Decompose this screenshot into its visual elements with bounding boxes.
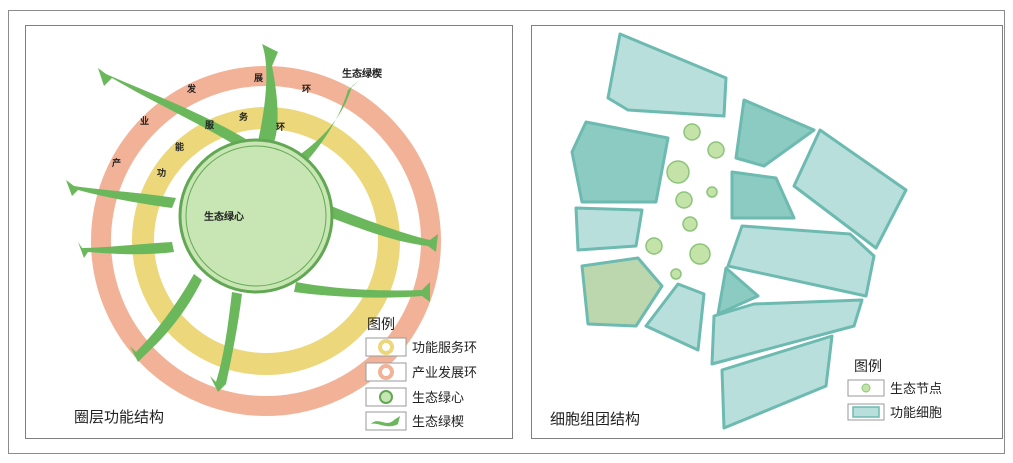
legend-swatch xyxy=(365,362,407,382)
ecological-wedge xyxy=(298,80,360,162)
orange-ring-icon xyxy=(378,364,394,380)
ecological-green-core xyxy=(178,138,334,294)
ecological-wedge xyxy=(130,274,202,362)
ring-structure-panel: 生态绿心 产 业 发 展 环 功 能 服 务 环 生态绿楔 图例 功能服务环 产… xyxy=(25,25,513,439)
inner-ring-char: 务 xyxy=(239,111,249,123)
function-cell xyxy=(644,282,706,352)
function-cell xyxy=(734,98,816,168)
legend-swatch xyxy=(365,337,407,357)
ring-structure-diagram: 生态绿心 产 业 发 展 环 功 能 服 务 环 生态绿楔 图例 功能服务环 产… xyxy=(66,44,477,431)
inner-ring-char: 功 xyxy=(157,167,166,179)
function-cell xyxy=(574,206,644,252)
inner-ring-char: 服 xyxy=(205,120,215,131)
ecological-node xyxy=(682,216,698,232)
green-circle-icon xyxy=(379,390,393,404)
ring-legend: 图例 功能服务环 产业发展环 生态绿心 生态绿楔 xyxy=(365,317,477,431)
ecological-wedge xyxy=(78,242,174,258)
wedge-label: 生态绿楔 xyxy=(342,67,382,80)
ecological-wedge xyxy=(258,44,278,142)
ecological-wedge xyxy=(66,180,176,208)
legend-title: 图例 xyxy=(854,359,882,375)
green-core-inner-line xyxy=(185,145,327,287)
outer-ring-char: 产 xyxy=(112,157,121,169)
ecological-node xyxy=(683,123,701,141)
legend-label: 生态节点 xyxy=(890,382,942,397)
function-cell xyxy=(570,120,670,204)
cell-cluster-panel: 图例 生态节点 功能细胞 细胞组团结构 xyxy=(531,25,1003,439)
function-cells xyxy=(570,32,908,430)
legend-title: 图例 xyxy=(367,317,395,333)
function-cell xyxy=(720,334,834,430)
legend-label: 生态绿楔 xyxy=(412,415,464,430)
panel-title: 细胞组团结构 xyxy=(550,410,640,428)
function-cell xyxy=(792,128,908,250)
ecological-node xyxy=(707,141,725,159)
ecological-node xyxy=(645,237,663,255)
outer-ring-char: 业 xyxy=(140,115,149,127)
legend-label: 产业发展环 xyxy=(412,365,477,381)
ecological-wedges xyxy=(66,44,438,392)
green-wedge-icon xyxy=(371,416,400,427)
outer-ring-char: 发 xyxy=(186,83,197,95)
ecological-wedge xyxy=(326,204,438,252)
function-cell xyxy=(726,224,876,298)
inner-ring-char: 能 xyxy=(175,141,184,153)
ecological-node xyxy=(706,186,718,198)
legend-label: 生态绿心 xyxy=(412,391,464,406)
ecological-node xyxy=(689,243,711,265)
ecological-wedge xyxy=(294,282,430,302)
cell-cluster-diagram: 图例 生态节点 功能细胞 细胞组团结构 xyxy=(550,32,942,430)
ecological-node xyxy=(666,160,690,184)
ecological-wedge xyxy=(98,68,254,152)
ecological-node xyxy=(670,268,682,280)
green-core-label: 生态绿心 xyxy=(204,210,244,223)
ecological-node xyxy=(675,191,693,209)
legend-swatch xyxy=(365,411,407,431)
function-cell xyxy=(606,32,728,118)
function-cell xyxy=(730,170,796,220)
teal-block-icon xyxy=(852,406,880,418)
outer-ring-char: 环 xyxy=(302,84,311,95)
function-cell xyxy=(580,256,664,328)
ecological-wedge xyxy=(210,292,242,392)
function-cell xyxy=(716,266,760,316)
legend-label: 功能服务环 xyxy=(412,340,477,356)
inner-ring-char: 环 xyxy=(276,122,285,133)
yellow-ring-icon xyxy=(378,339,394,355)
panel-title: 圈层功能结构 xyxy=(74,408,164,426)
outer-ring-char: 展 xyxy=(254,73,263,84)
green-dot-icon xyxy=(861,383,871,393)
legend-label: 功能细胞 xyxy=(890,406,942,421)
ecological-nodes xyxy=(645,123,725,280)
cell-legend: 图例 生态节点 功能细胞 xyxy=(847,359,942,421)
function-cell xyxy=(710,298,864,366)
